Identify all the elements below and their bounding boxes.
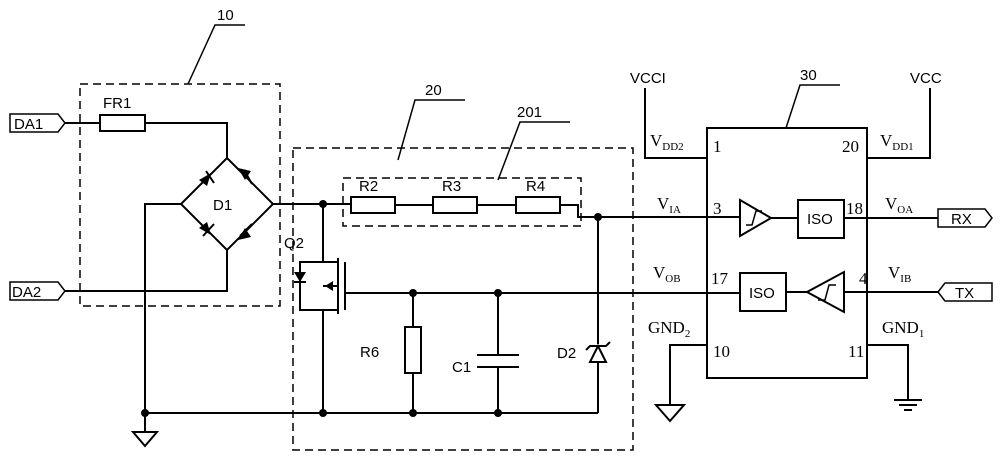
leader-201 [497, 121, 570, 181]
leader-20 [397, 99, 465, 161]
pin-11: 11 [848, 342, 864, 361]
pin-17: 17 [711, 269, 729, 288]
wire-vcci [644, 88, 707, 159]
label-c1: C1 [452, 359, 471, 376]
resistor-r2 [350, 196, 396, 214]
zener-d2 [588, 343, 608, 363]
label-iso-rx: ISO [807, 211, 833, 228]
mosfet-q2 [294, 258, 346, 314]
label-fr1: FR1 [103, 95, 131, 112]
bridge-diode-tl [199, 170, 215, 186]
wire-vcc [867, 88, 931, 159]
label-r6: R6 [360, 344, 379, 361]
pin-3: 3 [713, 199, 722, 218]
ground-symbol-left [130, 431, 160, 448]
label-iso-tx: ISO [749, 285, 775, 302]
bridge-diode-tr [238, 168, 253, 185]
label-da1: DA1 [14, 116, 43, 133]
connector-da2 [9, 281, 66, 301]
fuse-fr1 [99, 114, 146, 132]
bridge-diode-br [238, 223, 253, 240]
pin-4: 4 [859, 269, 868, 288]
pin-10: 10 [713, 342, 730, 361]
label-vcci: VCCI [630, 70, 666, 87]
label-vdd1: VDD1 [880, 131, 914, 153]
label-vob: VOB [653, 263, 681, 285]
label-gnd1: GND1 [882, 318, 924, 340]
block-201-outline [342, 177, 582, 227]
label-tx: TX [955, 285, 974, 302]
wire-da2 [65, 250, 228, 292]
label-q2: Q2 [284, 235, 304, 252]
schmitt-rx [746, 210, 762, 226]
pin-18: 18 [846, 199, 863, 218]
bridge-diamond [179, 156, 275, 252]
label-rx: RX [951, 211, 972, 228]
zener-d2-bar [585, 341, 611, 351]
pin-1: 1 [713, 137, 722, 156]
label-r4: R4 [526, 178, 545, 195]
label-vib: VIB [888, 263, 911, 285]
buffer-rx [739, 198, 773, 238]
buffer-tx [804, 270, 845, 314]
label-d2: D2 [557, 345, 576, 362]
ground-symbol-gnd2 [653, 404, 687, 423]
resistor-r4 [515, 196, 561, 214]
wire-bridge-minus [144, 203, 181, 413]
resistor-r3 [432, 196, 478, 214]
wire-fr1-bridge [145, 122, 228, 158]
label-vcc: VCC [910, 70, 942, 87]
label-r2: R2 [359, 178, 378, 195]
wire-r4-out [560, 204, 598, 218]
schmitt-tx [818, 284, 836, 301]
bridge-diode-bl [199, 222, 215, 237]
junction-rail-c1 [494, 409, 502, 417]
label-block-201: 201 [517, 104, 542, 121]
label-r3: R3 [442, 178, 461, 195]
label-d1: D1 [213, 197, 232, 214]
wire-gnd1 [867, 344, 909, 400]
connector-tx [937, 282, 993, 302]
label-block-20: 20 [425, 82, 442, 99]
label-via: VIA [657, 194, 681, 216]
label-gnd2: GND2 [648, 318, 690, 340]
leader-30 [785, 84, 840, 129]
pin-20: 20 [842, 137, 859, 156]
ic-isolator-body [706, 127, 868, 379]
junction-rail-r6 [409, 409, 417, 417]
connector-da1 [9, 113, 66, 133]
block-20-outline [292, 147, 634, 451]
label-voa: VOA [885, 194, 913, 216]
leader-10 [187, 24, 245, 85]
connector-rx [937, 208, 993, 228]
wire-gnd2 [669, 344, 707, 405]
label-block-30: 30 [800, 67, 817, 84]
block-10-outline [79, 83, 281, 307]
junction-rail-q2 [319, 409, 327, 417]
label-block-10: 10 [217, 7, 234, 24]
label-vdd2: VDD2 [650, 131, 684, 153]
label-da2: DA2 [12, 284, 41, 301]
resistor-r6 [404, 326, 422, 374]
